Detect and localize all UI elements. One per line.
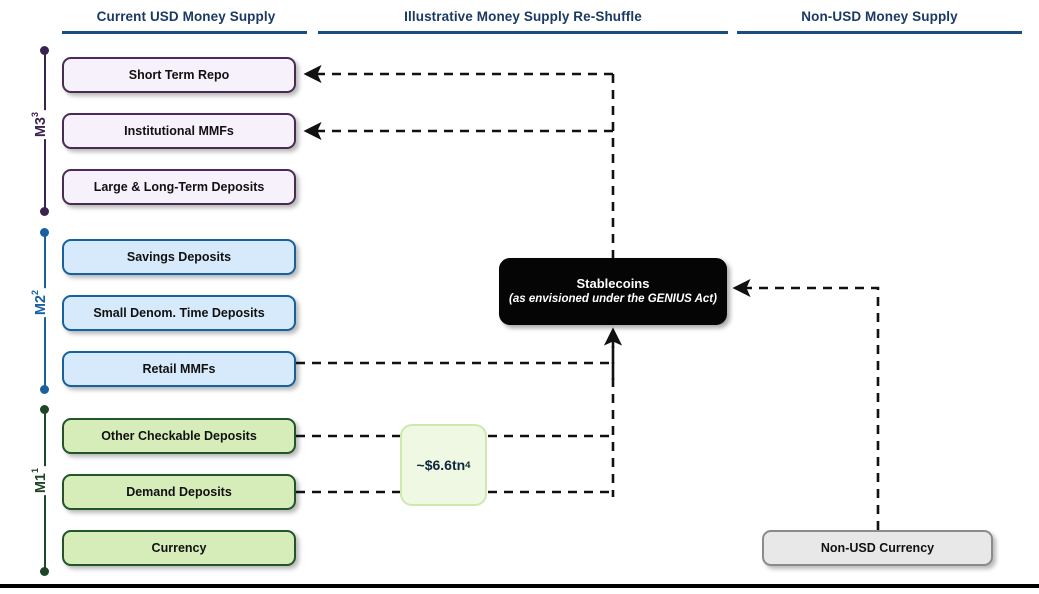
column-rule-current-usd <box>62 31 307 34</box>
bracket-label-m3-sup: 3 <box>30 112 40 118</box>
box-institutional-mmfs[interactable]: Institutional MMFs <box>62 113 296 149</box>
stablecoins-title: Stablecoins <box>576 275 650 291</box>
bracket-label-m2-text: M2 <box>32 295 49 316</box>
box-demand-deposits[interactable]: Demand Deposits <box>62 474 296 510</box>
callout-footnote: 4 <box>465 459 471 471</box>
bracket-label-m1: M11 <box>30 466 49 496</box>
box-retail-mmfs[interactable]: Retail MMFs <box>62 351 296 387</box>
wire-from-non-usd-currency <box>732 278 880 530</box>
bracket-label-m3: M33 <box>30 110 49 140</box>
column-rule-non-usd <box>737 31 1022 34</box>
bracket-label-m1-sup: 1 <box>30 468 40 474</box>
stablecoins-subtitle: (as envisioned under the GENIUS Act) <box>509 293 717 306</box>
box-stablecoins[interactable]: Stablecoins (as envisioned under the GEN… <box>499 258 727 325</box>
column-header-current-usd: Current USD Money Supply <box>96 9 276 24</box>
box-small-denom-time-deposits[interactable]: Small Denom. Time Deposits <box>62 295 296 331</box>
bracket-label-m2-sup: 2 <box>30 290 40 296</box>
column-header-non-usd: Non-USD Money Supply <box>801 9 958 24</box>
bracket-dot-m2-bottom <box>40 385 49 394</box>
box-other-checkable-deposits[interactable]: Other Checkable Deposits <box>62 418 296 454</box>
bracket-dot-m1-bottom <box>40 567 49 576</box>
callout-value: ~$6.6tn <box>416 457 466 473</box>
bracket-label-m1-text: M1 <box>32 473 49 494</box>
box-non-usd-currency[interactable]: Non-USD Currency <box>762 530 993 566</box>
column-header-reshuffle: Illustrative Money Supply Re-Shuffle <box>404 9 642 24</box>
bracket-dot-m3-bottom <box>40 207 49 216</box>
box-savings-deposits[interactable]: Savings Deposits <box>62 239 296 275</box>
bottom-divider <box>0 584 1039 588</box>
bracket-label-m3-text: M3 <box>32 117 49 138</box>
bracket-label-m2: M22 <box>30 288 49 318</box>
box-short-term-repo[interactable]: Short Term Repo <box>62 57 296 93</box>
box-large-long-term-deposits[interactable]: Large & Long-Term Deposits <box>62 169 296 205</box>
column-rule-reshuffle <box>318 31 728 34</box>
box-currency[interactable]: Currency <box>62 530 296 566</box>
